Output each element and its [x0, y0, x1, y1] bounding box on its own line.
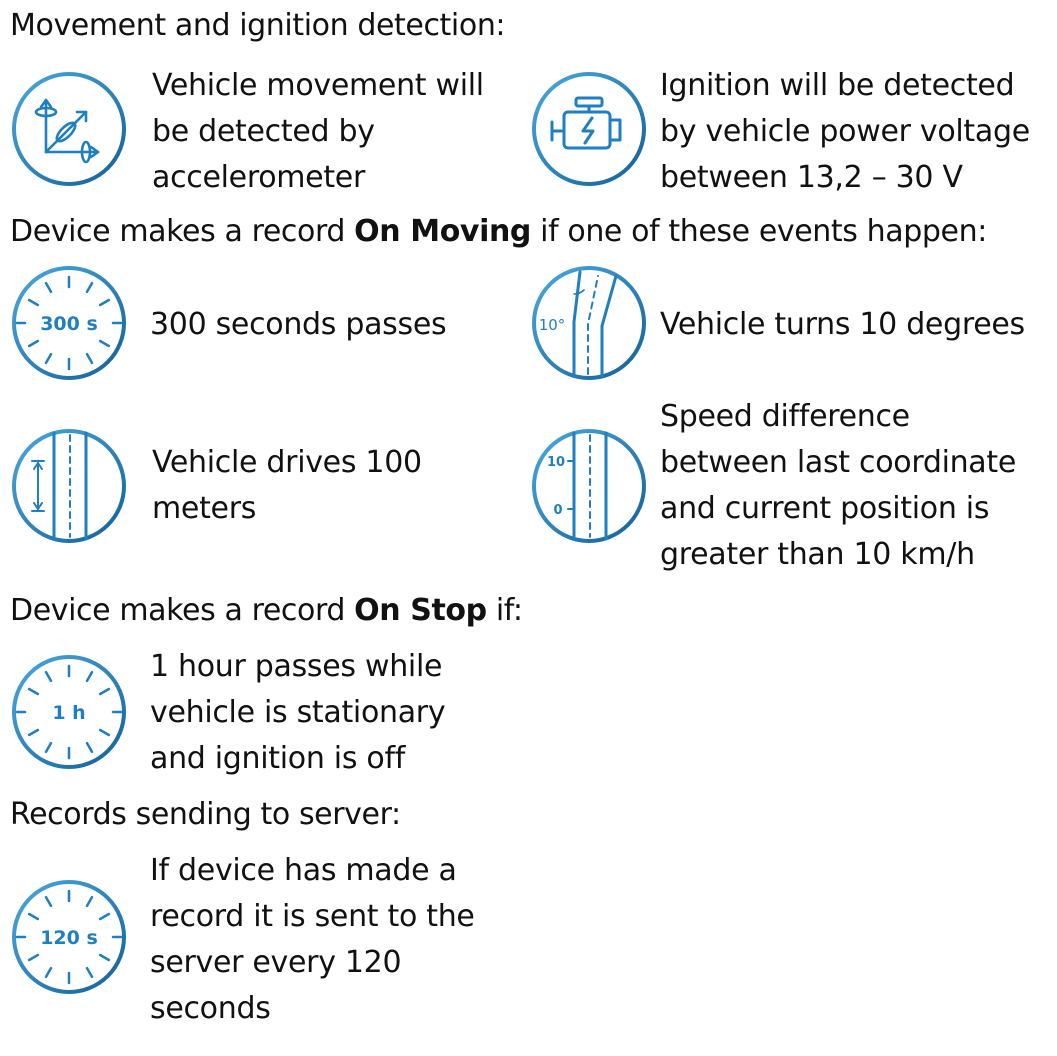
section-heading-movement: Movement and ignition detection:: [10, 8, 506, 43]
stop-record-description: 1 hour passes while vehicle is stationar…: [150, 649, 446, 776]
clock-tick: [27, 339, 40, 348]
clock-tick: [27, 912, 40, 921]
speed-record-description: Speed difference between last coordinate…: [660, 399, 1017, 572]
road-distance-icon: [10, 427, 128, 545]
clock-tick: [85, 281, 94, 294]
timer-300s-label: 300 s: [40, 313, 98, 335]
speed-scale-icon: 10 0: [530, 427, 648, 545]
clock-tick: [98, 912, 111, 921]
timer-300s-icon: 300 s: [10, 264, 128, 382]
clock-tick: [44, 895, 53, 908]
clock-tick: [85, 741, 94, 754]
clock-tick: [44, 281, 53, 294]
time-record-description: 300 seconds passes: [150, 307, 447, 342]
ignition-description: Ignition will be detected by vehicle pow…: [660, 68, 1030, 195]
accelerometer-description: Vehicle movement will be detected by acc…: [152, 68, 484, 195]
clock-tick: [98, 953, 111, 962]
timer-120s-label: 120 s: [40, 927, 98, 949]
clock-tick: [85, 966, 94, 979]
clock-tick: [98, 298, 111, 307]
speed-scale-top-label: 10: [547, 455, 565, 470]
clock-tick: [98, 339, 111, 348]
section-heading-sending: Records sending to server:: [10, 797, 401, 832]
clock-tick: [27, 298, 40, 307]
clock-tick: [44, 670, 53, 683]
speed-scale-bottom-label: 0: [553, 503, 562, 518]
timer-1h-label: 1 h: [52, 702, 85, 724]
on-stop-label: On Stop: [354, 593, 487, 628]
clock-tick: [27, 687, 40, 696]
clock-tick: [98, 728, 111, 737]
engine-icon: [530, 70, 648, 188]
on-moving-label: On Moving: [354, 214, 531, 249]
turn-degrees-label: 10°: [539, 316, 566, 334]
clock-tick: [44, 741, 53, 754]
timer-120s-icon: 120 s: [10, 878, 128, 996]
clock-tick: [98, 687, 111, 696]
clock-tick: [44, 352, 53, 365]
turn-10-degrees-icon: 10°: [530, 264, 648, 382]
clock-tick: [85, 895, 94, 908]
clock-tick: [85, 670, 94, 683]
clock-tick: [27, 728, 40, 737]
clock-tick: [85, 352, 94, 365]
sending-description: If device has made a record it is sent t…: [150, 853, 475, 1026]
accelerometer-icon: [10, 70, 128, 188]
turn-record-description: Vehicle turns 10 degrees: [660, 307, 1025, 342]
timer-1h-icon: 1 h: [10, 653, 128, 771]
clock-tick: [27, 953, 40, 962]
section-heading-on-moving: Device makes a record On Moving if one o…: [10, 214, 987, 249]
distance-record-description: Vehicle drives 100 meters: [152, 445, 422, 526]
clock-tick: [44, 966, 53, 979]
section-heading-on-stop: Device makes a record On Stop if:: [10, 593, 523, 628]
